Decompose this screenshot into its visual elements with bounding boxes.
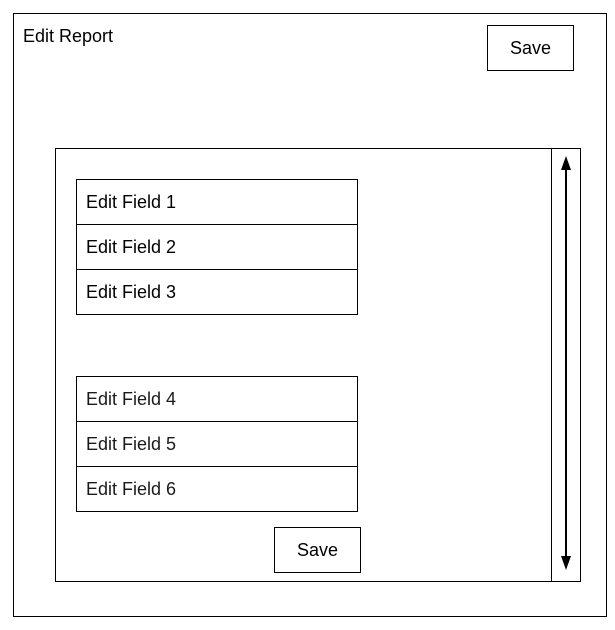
scrollbar[interactable] [556, 156, 576, 570]
save-button-top[interactable]: Save [487, 25, 574, 71]
edit-field-5[interactable]: Edit Field 5 [77, 422, 357, 467]
field-group-1: Edit Field 1 Edit Field 2 Edit Field 3 [76, 179, 358, 315]
edit-field-1[interactable]: Edit Field 1 [77, 180, 357, 225]
save-button-bottom[interactable]: Save [274, 527, 361, 573]
edit-field-2[interactable]: Edit Field 2 [77, 225, 357, 270]
edit-field-3[interactable]: Edit Field 3 [86, 281, 177, 302]
scroll-panel [55, 148, 581, 582]
field-group-2: Edit Field 4 Edit Field 5 Edit Field 6 [76, 376, 358, 512]
scrollbar-divider [551, 148, 552, 582]
page-title: Edit Report [23, 26, 114, 46]
report-window [13, 13, 607, 617]
double-arrow-vertical-icon [561, 156, 571, 570]
edit-field-6[interactable]: Edit Field 6 [86, 478, 177, 499]
edit-field-4[interactable]: Edit Field 4 [77, 377, 357, 422]
